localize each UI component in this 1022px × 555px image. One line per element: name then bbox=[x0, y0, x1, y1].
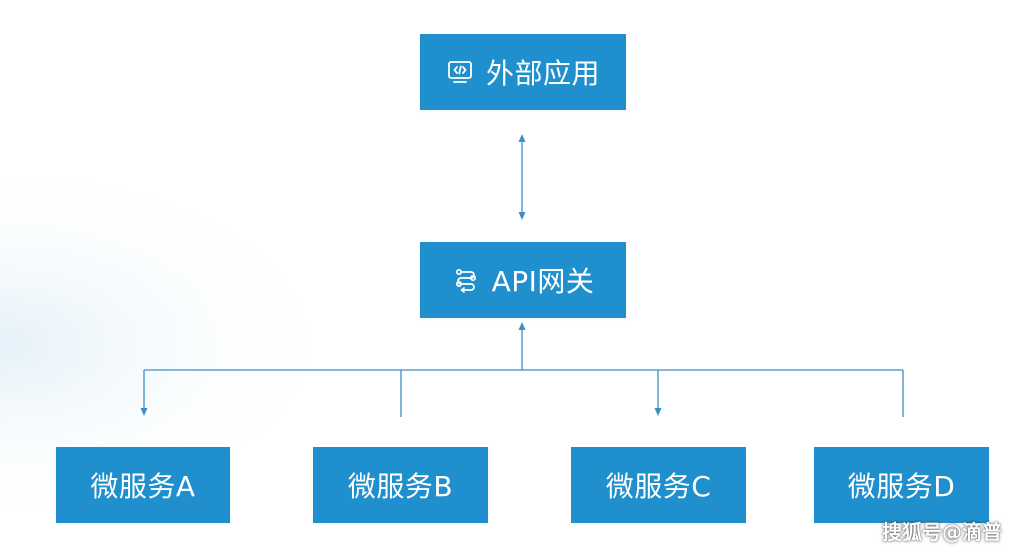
api-gateway-label: API网关 bbox=[491, 265, 595, 298]
microservice-c-label: 微服务C bbox=[605, 470, 712, 503]
arrowhead-gateway bbox=[518, 322, 526, 330]
arrowhead-down bbox=[518, 212, 526, 220]
code-window-icon bbox=[446, 58, 474, 86]
api-gateway-node[interactable]: API网关 bbox=[420, 242, 626, 318]
microservice-d-node[interactable]: 微服务D bbox=[814, 447, 989, 523]
microservice-c-node[interactable]: 微服务C bbox=[571, 447, 746, 523]
arrowhead-service-c bbox=[654, 408, 662, 416]
external-app-node[interactable]: 外部应用 bbox=[420, 34, 626, 110]
network-flow-icon bbox=[452, 266, 480, 294]
arrowhead-up bbox=[518, 134, 526, 142]
microservice-a-label: 微服务A bbox=[90, 470, 196, 503]
microservice-b-node[interactable]: 微服务B bbox=[313, 447, 488, 523]
arrowhead-service-a bbox=[140, 408, 148, 416]
microservice-a-node[interactable]: 微服务A bbox=[56, 447, 230, 523]
microservice-b-label: 微服务B bbox=[347, 470, 454, 503]
watermark-text: 搜狐号@滴普 bbox=[882, 520, 1002, 544]
microservice-d-label: 微服务D bbox=[847, 470, 956, 503]
external-app-label: 外部应用 bbox=[485, 57, 600, 90]
